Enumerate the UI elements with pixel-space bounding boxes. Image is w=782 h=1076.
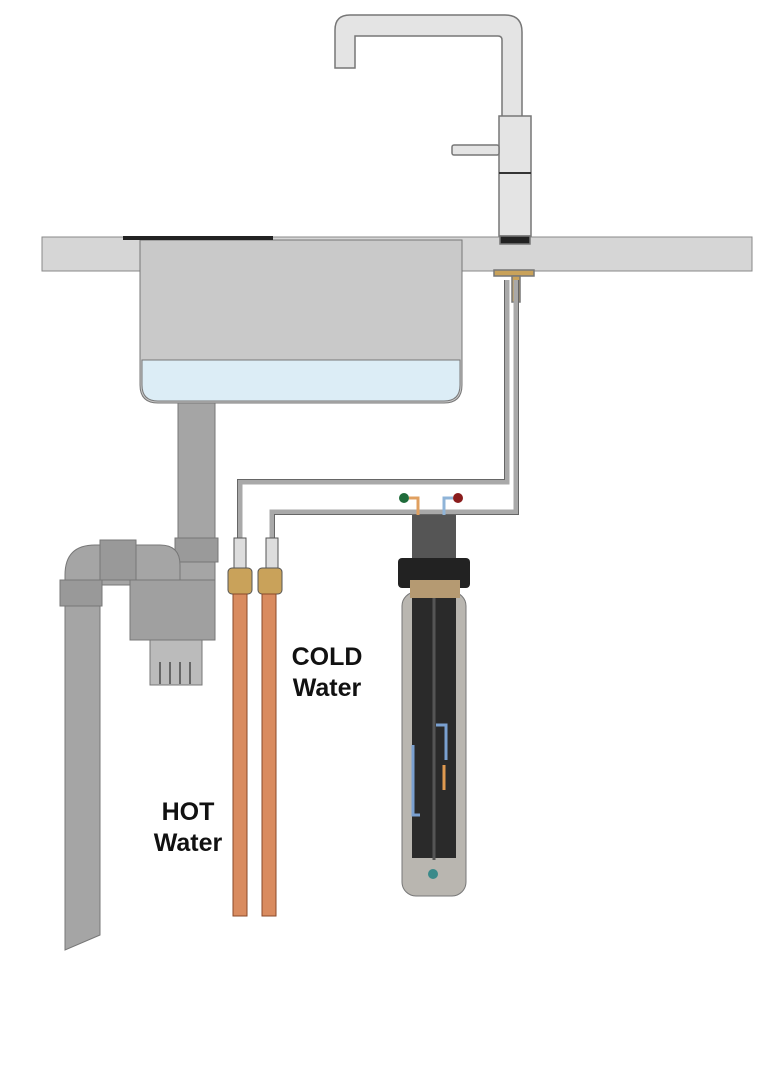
hot-water-label-line1: HOT xyxy=(161,798,215,826)
sink-basin xyxy=(123,236,463,404)
hot-water-pipe xyxy=(232,593,248,917)
cold-water-pipe xyxy=(261,593,277,917)
hot-water-label-line2: Water xyxy=(153,829,223,857)
cold-water-label: COLD Water xyxy=(282,642,372,704)
hot-water-label: HOT Water xyxy=(143,797,233,859)
isolation-valves xyxy=(227,537,283,595)
drain-pipe xyxy=(59,402,219,951)
water-filter xyxy=(398,493,470,897)
tap-hoses xyxy=(237,280,519,540)
cold-water-label-line1: COLD xyxy=(291,643,363,671)
cold-water-label-line2: Water xyxy=(292,674,362,702)
boiling-water-tap xyxy=(334,14,535,303)
